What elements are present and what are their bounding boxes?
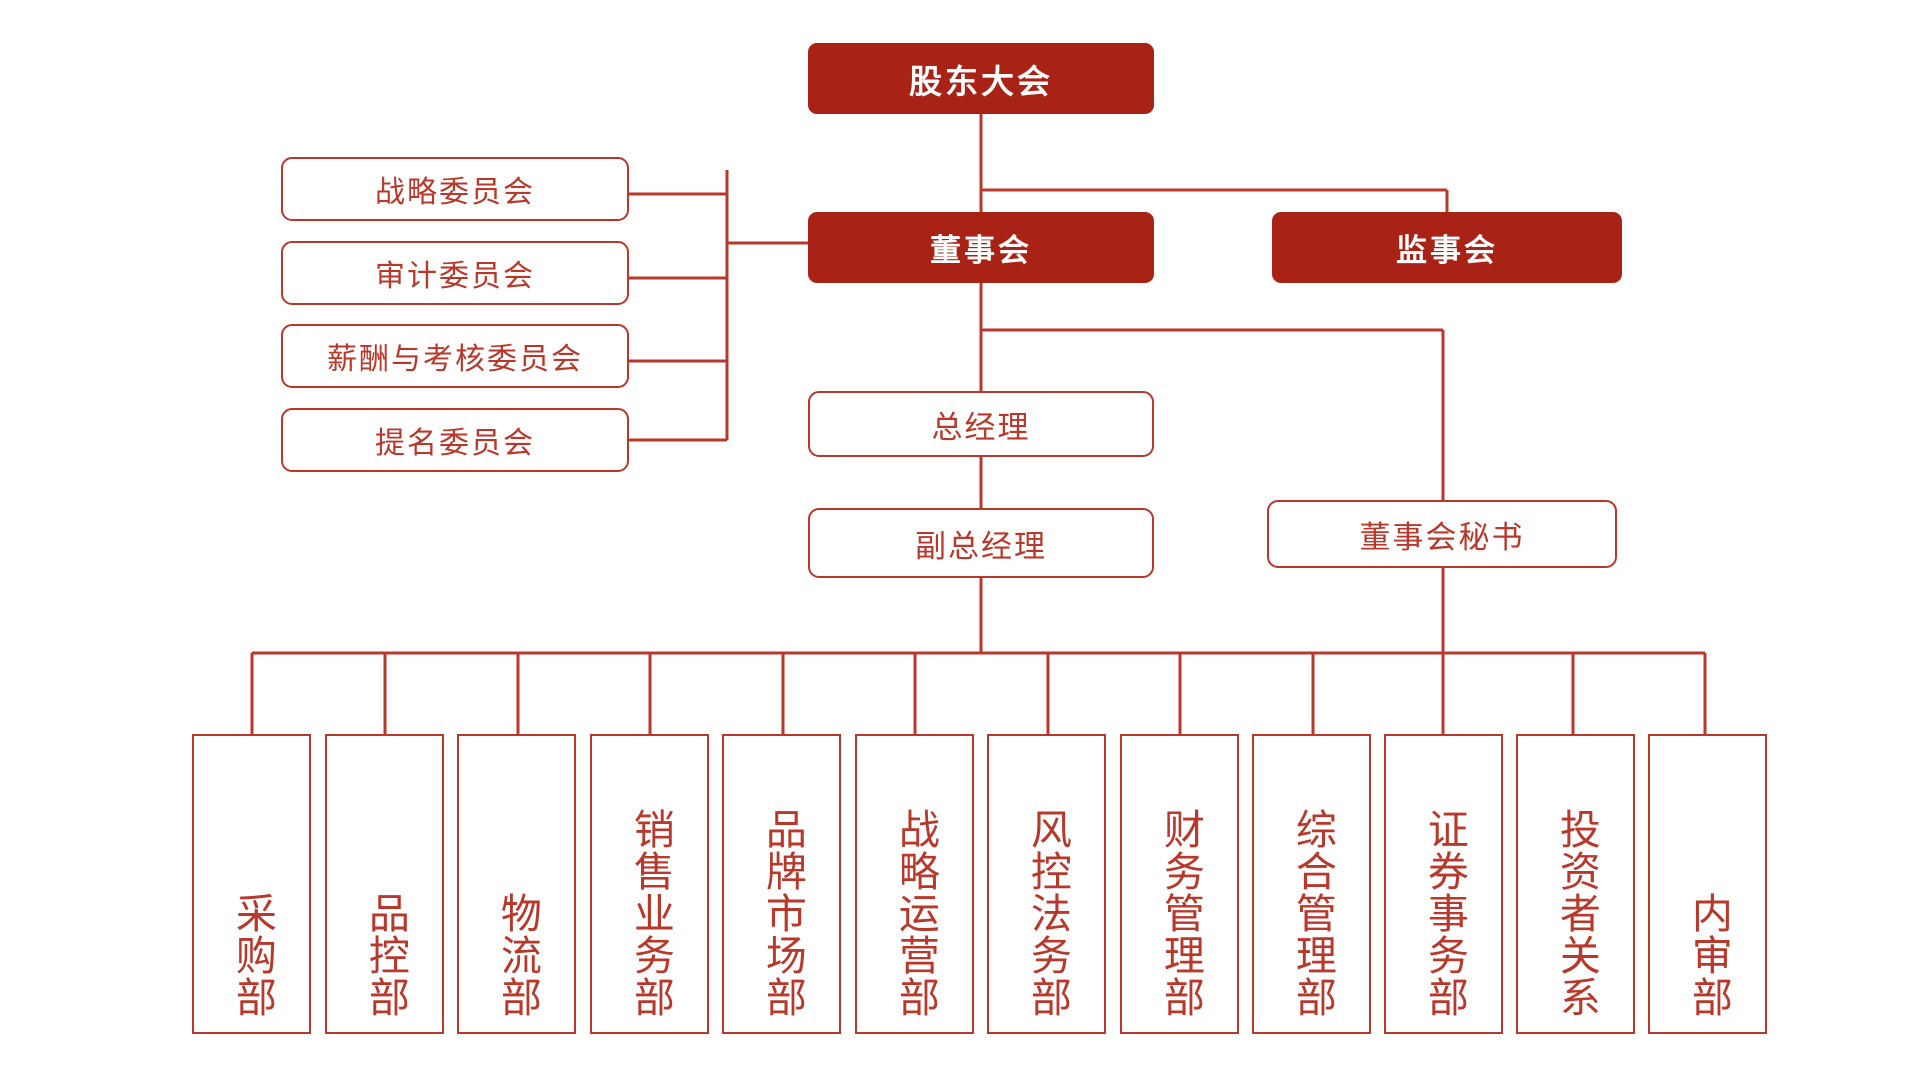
node-label: 董事会秘书: [1359, 519, 1525, 555]
node-audit-committee[interactable]: 审计委员会: [281, 241, 629, 305]
dept-box-sales-business[interactable]: 销售业务部: [590, 734, 709, 1034]
dept-box-finance-management[interactable]: 财务管理部: [1120, 734, 1239, 1034]
node-shareholders-meeting[interactable]: 股东大会: [808, 43, 1154, 114]
dept-label: 战略运营部: [892, 808, 939, 1018]
dept-label: 证券事务部: [1421, 808, 1468, 1018]
dept-label: 内审部: [1685, 892, 1732, 1018]
node-label: 副总经理: [915, 528, 1047, 564]
node-board-of-supervisors[interactable]: 监事会: [1272, 212, 1622, 283]
node-general-manager[interactable]: 总经理: [808, 391, 1154, 457]
node-strategy-committee[interactable]: 战略委员会: [281, 157, 629, 221]
dept-box-securities-affairs[interactable]: 证券事务部: [1384, 734, 1503, 1034]
node-label: 审计委员会: [375, 260, 535, 293]
dept-box-strategy-operations[interactable]: 战略运营部: [855, 734, 974, 1034]
node-label: 股东大会: [909, 62, 1053, 100]
node-label: 提名委员会: [375, 427, 535, 460]
dept-label: 投资者关系: [1553, 808, 1600, 1018]
dept-box-procurement[interactable]: 采购部: [192, 734, 311, 1034]
dept-label: 物流部: [494, 892, 541, 1018]
dept-box-investor-relations[interactable]: 投资者关系: [1516, 734, 1635, 1034]
dept-box-logistics[interactable]: 物流部: [457, 734, 576, 1034]
node-board-of-directors[interactable]: 董事会: [808, 212, 1154, 283]
dept-label: 品牌市场部: [759, 808, 806, 1018]
node-label: 总经理: [931, 409, 1031, 445]
dept-label: 财务管理部: [1157, 808, 1204, 1018]
dept-box-brand-marketing[interactable]: 品牌市场部: [722, 734, 841, 1034]
node-label: 战略委员会: [375, 176, 535, 209]
dept-label: 品控部: [362, 892, 409, 1018]
dept-label: 销售业务部: [627, 808, 674, 1018]
node-remuneration-appraisal-committee[interactable]: 薪酬与考核委员会: [281, 324, 629, 388]
node-label: 薪酬与考核委员会: [327, 343, 583, 376]
node-board-secretary[interactable]: 董事会秘书: [1267, 500, 1617, 568]
node-label: 监事会: [1396, 233, 1498, 268]
dept-label: 风控法务部: [1024, 808, 1071, 1018]
dept-label: 采购部: [229, 892, 276, 1018]
node-nomination-committee[interactable]: 提名委员会: [281, 408, 629, 472]
node-label: 董事会: [930, 233, 1032, 268]
node-deputy-general-manager[interactable]: 副总经理: [808, 508, 1154, 578]
dept-box-general-administration[interactable]: 综合管理部: [1252, 734, 1371, 1034]
dept-box-internal-audit[interactable]: 内审部: [1648, 734, 1767, 1034]
dept-box-quality-control[interactable]: 品控部: [325, 734, 444, 1034]
dept-label: 综合管理部: [1289, 808, 1336, 1018]
dept-box-risk-legal[interactable]: 风控法务部: [987, 734, 1106, 1034]
